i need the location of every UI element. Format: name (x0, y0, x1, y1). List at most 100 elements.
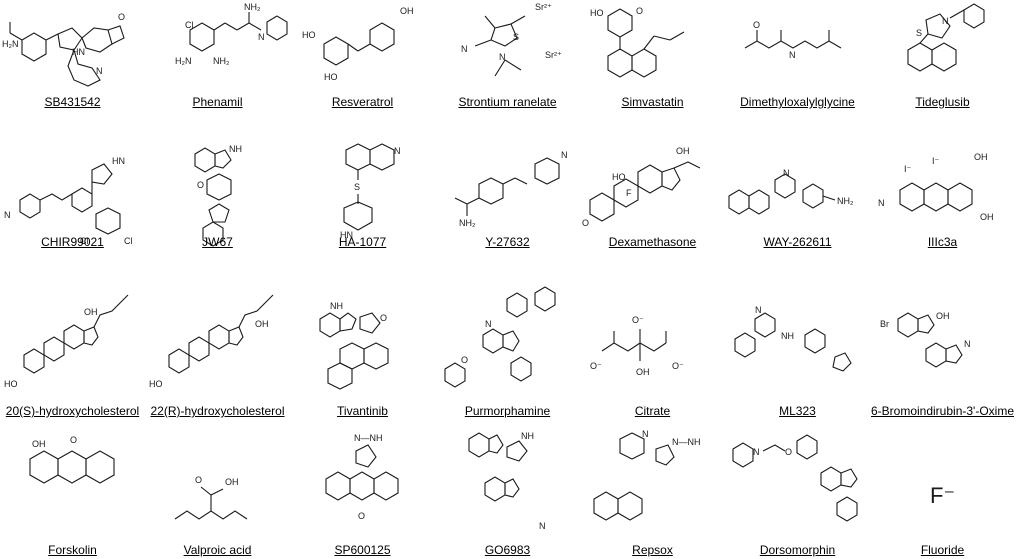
compound-name: Valproic acid (183, 543, 252, 557)
svg-text:NH: NH (229, 144, 242, 154)
compound-name: 22(R)-hydroxycholesterol (150, 404, 285, 418)
structure-repsox: N N—NH (593, 429, 701, 521)
svg-text:O⁻: O⁻ (590, 361, 602, 371)
structure-ha1077: N S HN (340, 143, 401, 240)
compound-cell: NH O JW67 (145, 140, 290, 280)
compound-name: CHIR99021 (41, 235, 104, 249)
svg-text:H₂N: H₂N (2, 39, 19, 49)
svg-text:O: O (753, 20, 760, 30)
svg-text:N: N (878, 198, 885, 208)
svg-text:HO: HO (149, 379, 163, 389)
compound-name: Purmorphamine (464, 404, 551, 418)
compound-cell: N HN Cl Cl CHIR99021 (0, 140, 145, 280)
compound-name: HA-1077 (338, 235, 387, 249)
svg-text:OH: OH (255, 319, 269, 329)
svg-text:HO: HO (4, 379, 18, 389)
svg-text:N: N (783, 168, 790, 178)
svg-text:N: N (4, 210, 11, 220)
svg-text:HO: HO (590, 8, 604, 18)
svg-text:NH₂: NH₂ (459, 218, 476, 228)
structure-iiic3a: I⁻ I⁻ N OH OH (878, 152, 994, 222)
compound-name: Fluoride (920, 543, 965, 557)
compound-name: Y-27632 (485, 235, 530, 249)
compound-cell: Br OH N 6-Bromoindirubin-3'-Oxime (870, 279, 1015, 419)
structure-valproic-acid: O OH (174, 475, 248, 520)
svg-text:S: S (354, 182, 360, 192)
svg-text:OH: OH (676, 146, 690, 156)
svg-text:NH: NH (330, 301, 343, 311)
svg-text:O: O (118, 12, 125, 22)
svg-text:OH: OH (400, 6, 414, 16)
svg-text:O: O (358, 511, 365, 521)
compound-name: Phenamil (192, 95, 243, 109)
compound-cell: O N Dimethyloxalylglycine (725, 0, 870, 140)
structure-purmorphamine: N O (444, 286, 556, 388)
svg-text:O⁻: O⁻ (672, 361, 684, 371)
compound-name: Tivantinib (337, 404, 388, 418)
svg-text:I⁻: I⁻ (904, 164, 912, 174)
compound-cell: NH N GO6983 (435, 419, 580, 559)
svg-text:HN: HN (72, 47, 85, 57)
svg-text:O: O (197, 180, 204, 190)
compound-name: IIIc3a (927, 235, 958, 249)
svg-text:N: N (461, 44, 468, 54)
compound-cell: Cl H₂N NH₂ NH₂ N Phenamil (145, 0, 290, 140)
compound-name: Forskolin (48, 543, 97, 557)
svg-text:NH₂: NH₂ (213, 56, 230, 66)
compound-cell: N O Purmorphamine (435, 279, 580, 419)
svg-text:S: S (513, 32, 519, 42)
structure-dimethyloxalylglycine: O N (744, 20, 842, 60)
compound-cell: OH O Forskolin (0, 419, 145, 559)
svg-text:OH: OH (225, 477, 239, 487)
compound-name: 20(S)-hydroxycholesterol (5, 404, 140, 418)
svg-text:HN: HN (340, 230, 353, 240)
compound-cell: HO HO OH Resveratrol (290, 0, 435, 140)
svg-text:O: O (380, 313, 387, 323)
structure-phenamil: Cl H₂N NH₂ NH₂ N (175, 2, 288, 66)
svg-text:HO: HO (302, 30, 316, 40)
svg-text:Cl: Cl (80, 236, 89, 246)
svg-text:O: O (195, 475, 202, 485)
svg-text:Cl: Cl (185, 20, 194, 30)
compound-cell: N O Dorsomorphin (725, 419, 870, 559)
svg-text:N: N (561, 150, 568, 160)
compound-cell: H₂N HN N O SB431542 (0, 0, 145, 140)
svg-text:Sr²⁺: Sr²⁺ (545, 50, 562, 60)
structure-20s-hydroxycholesterol: HO OH (4, 294, 129, 389)
structure-forskolin: OH O (29, 435, 115, 484)
svg-text:N: N (96, 66, 103, 76)
svg-text:HO: HO (612, 172, 626, 182)
svg-text:HO: HO (324, 72, 338, 82)
compound-name: ML323 (779, 404, 816, 418)
compound-name: 6-Bromoindirubin-3'-Oxime (870, 404, 1014, 418)
svg-text:S: S (916, 28, 922, 38)
compound-cell: HO OH 20(S)-hydroxycholesterol (0, 279, 145, 419)
svg-text:Cl: Cl (124, 236, 133, 246)
svg-text:OH: OH (636, 367, 650, 377)
compound-cell: S N Tideglusib (870, 0, 1015, 140)
structure-dorsomorphin: N O (732, 434, 858, 522)
compound-cell: O OH Valproic acid (145, 419, 290, 559)
svg-text:N: N (394, 146, 401, 156)
svg-text:OH: OH (84, 307, 98, 317)
svg-text:NH₂: NH₂ (837, 196, 854, 206)
compound-name: Strontium ranelate (458, 95, 557, 109)
svg-text:OH: OH (980, 212, 994, 222)
structure-resveratrol: HO HO OH (302, 6, 414, 82)
structure-sp600125: N—NH O (325, 433, 399, 521)
compound-name: Simvastatin (621, 95, 684, 109)
svg-text:Br: Br (880, 319, 889, 329)
svg-text:N: N (789, 50, 796, 60)
compound-cell: N NH₂ WAY-262611 (725, 140, 870, 280)
structure-6-bromoindirubin: Br OH N (880, 311, 971, 368)
svg-text:NH: NH (781, 331, 794, 341)
compound-cell: F⁻ Fluoride (870, 419, 1015, 559)
compound-cell: S N N Sr²⁺ Sr²⁺ Strontium ranelate (435, 0, 580, 140)
compound-cell: HO O Simvastatin (580, 0, 725, 140)
svg-text:O: O (582, 218, 589, 228)
structure-tivantinib: NH O (319, 301, 389, 390)
structure-fluoride: F⁻ (930, 483, 955, 508)
compound-cell: N N—NH Repsox (580, 419, 725, 559)
compound-cell: O HO F OH Dexamethasone (580, 140, 725, 280)
